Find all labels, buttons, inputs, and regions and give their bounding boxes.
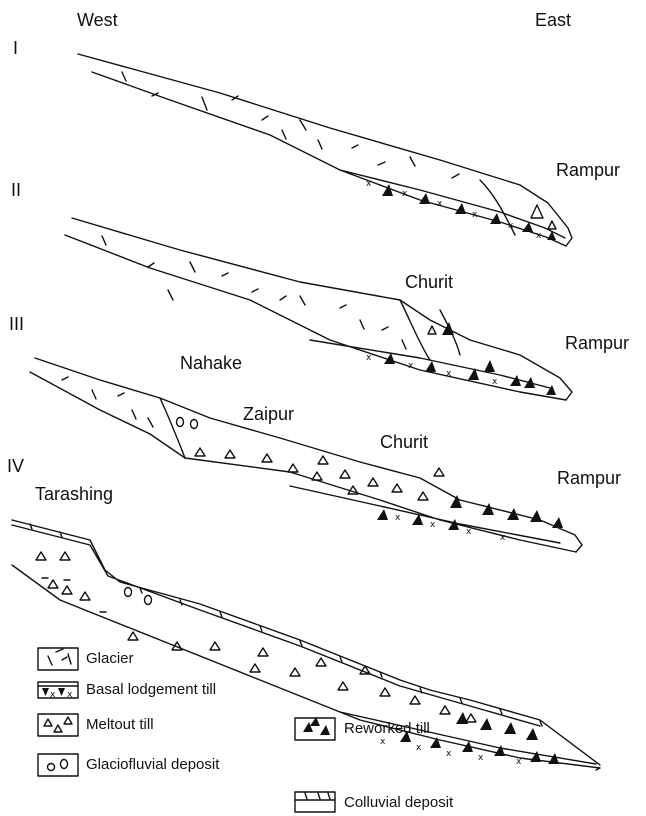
svg-text:x: x [446, 749, 452, 759]
legend-swatches: x x [38, 648, 335, 812]
glaciofluvial-marks-3 [177, 418, 198, 429]
svg-text:x: x [508, 221, 514, 231]
svg-text:x: x [536, 231, 542, 241]
svg-text:x: x [395, 513, 401, 523]
legend-label-basal: Basal lodgement till [86, 681, 216, 698]
svg-text:x: x [402, 189, 408, 199]
legend-label-meltout: Meltout till [86, 716, 154, 733]
legend-swatch-meltout [38, 714, 78, 736]
svg-text:x: x [437, 199, 443, 209]
svg-text:x: x [50, 690, 56, 700]
svg-text:x: x [500, 533, 506, 543]
svg-text:x: x [466, 527, 472, 537]
svg-text:x: x [416, 743, 422, 753]
legend-label-colluvial: Colluvial deposit [344, 794, 453, 811]
svg-text:x: x [492, 377, 498, 387]
svg-text:x: x [380, 737, 386, 747]
svg-text:x: x [430, 520, 436, 530]
svg-text:x: x [478, 753, 484, 763]
svg-text:x: x [472, 210, 478, 220]
legend-swatch-basal: x x [38, 682, 78, 700]
svg-text:x: x [446, 369, 452, 379]
legend-swatch-glacier [38, 648, 78, 670]
legend-swatch-reworked [295, 717, 335, 740]
svg-text:x: x [366, 179, 372, 189]
svg-text:x: x [408, 361, 414, 371]
legend-swatch-glaciofluvial [38, 754, 78, 776]
glacier-dashes-3 [62, 377, 153, 427]
legend-label-reworked: Reworked till [344, 720, 430, 737]
svg-text:x: x [67, 690, 73, 700]
stage-1-profile: x x x x x x [78, 54, 572, 246]
legend-label-glacier: Glacier [86, 650, 134, 667]
svg-text:x: x [516, 757, 522, 767]
glacier-dashes-1 [122, 72, 459, 178]
stage-2-profile: x x x x [65, 218, 572, 400]
legend-swatch-colluvial [295, 792, 335, 812]
legend-label-glaciofluvial: Glaciofluvial deposit [86, 756, 219, 773]
svg-text:x: x [366, 353, 372, 363]
